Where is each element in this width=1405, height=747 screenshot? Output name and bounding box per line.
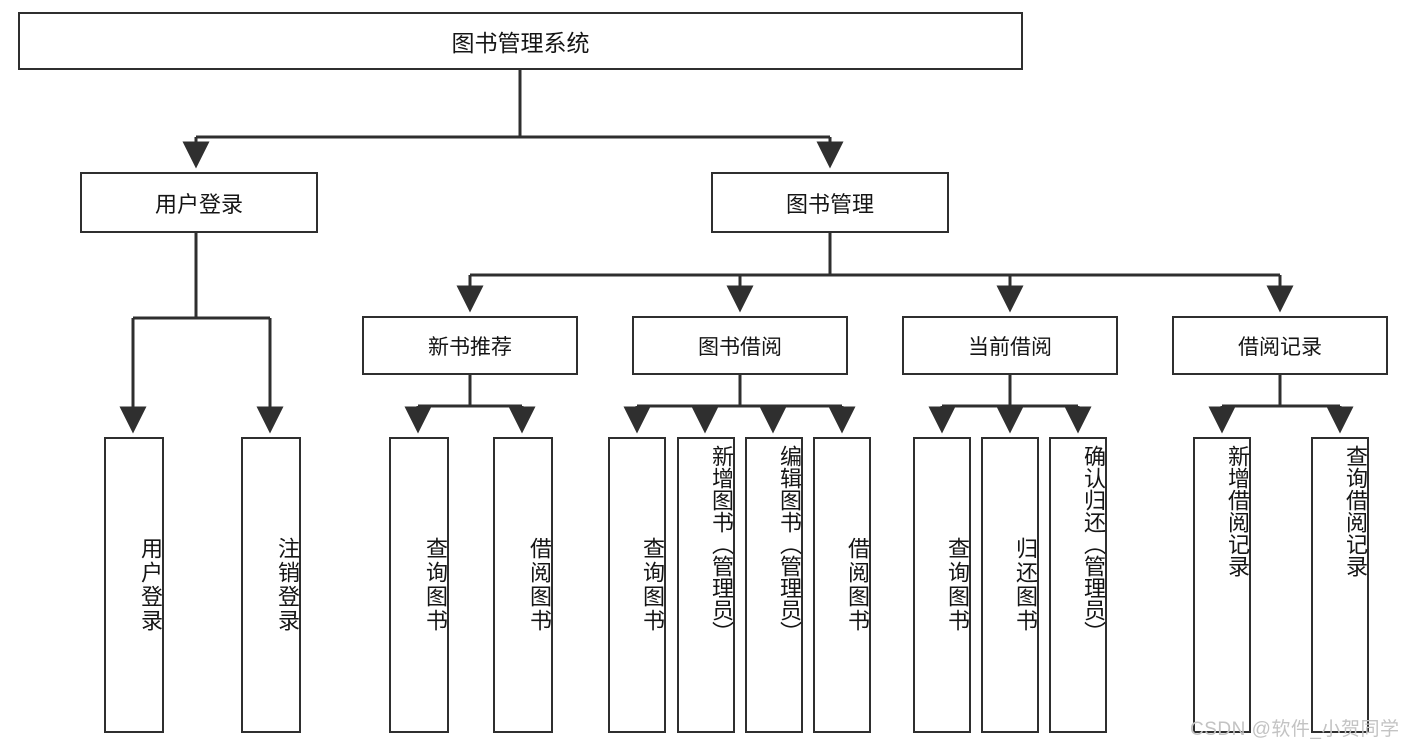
leaf-current-return-book[interactable]: 归还图书 [981, 437, 1039, 733]
node-user-login[interactable]: 用户登录 [80, 172, 318, 233]
node-label: 注销登录 [275, 537, 300, 633]
leaf-user-login-logout[interactable]: 注销登录 [241, 437, 301, 733]
leaf-recommend-query-book[interactable]: 查询图书 [389, 437, 449, 733]
node-label: 借阅记录 [1238, 335, 1322, 359]
node-current-borrow[interactable]: 当前借阅 [902, 316, 1118, 375]
node-label: 编辑图书（管理员） [777, 445, 802, 643]
leaf-borrow-query-book[interactable]: 查询图书 [608, 437, 666, 733]
node-label: 归还图书 [1013, 537, 1038, 633]
node-label: 查询图书 [640, 537, 665, 633]
node-label: 新书推荐 [428, 335, 512, 359]
node-label: 查询借阅记录 [1343, 445, 1368, 577]
leaf-recommend-borrow-book[interactable]: 借阅图书 [493, 437, 553, 733]
node-label: 借阅图书 [527, 537, 552, 633]
node-new-book-recommend[interactable]: 新书推荐 [362, 316, 578, 375]
leaf-record-add-record[interactable]: 新增借阅记录 [1193, 437, 1251, 733]
node-label: 借阅图书 [845, 537, 870, 633]
node-label: 图书管理 [785, 191, 874, 217]
node-book-borrow[interactable]: 图书借阅 [632, 316, 848, 375]
node-label: 查询图书 [423, 537, 448, 633]
node-label: 新增借阅记录 [1225, 445, 1250, 577]
node-label: 用户登录 [154, 191, 243, 217]
node-label: 新增图书（管理员） [709, 445, 734, 643]
node-label: 用户登录 [138, 537, 163, 633]
node-root-system[interactable]: 图书管理系统 [18, 12, 1023, 70]
node-label: 图书管理系统 [451, 30, 590, 56]
node-label: 查询图书 [945, 537, 970, 633]
node-label: 当前借阅 [968, 335, 1052, 359]
node-book-management[interactable]: 图书管理 [711, 172, 949, 233]
node-label: 确认归还（管理员） [1081, 445, 1106, 643]
leaf-borrow-borrow-book[interactable]: 借阅图书 [813, 437, 871, 733]
watermark-text: CSDN @软件_小贺同学 [1190, 719, 1400, 740]
watermark: CSDN @软件_小贺同学 [1190, 714, 1399, 741]
leaf-borrow-add-book-admin[interactable]: 新增图书（管理员） [677, 437, 735, 733]
leaf-user-login-login[interactable]: 用户登录 [104, 437, 164, 733]
leaf-borrow-edit-book-admin[interactable]: 编辑图书（管理员） [745, 437, 803, 733]
node-label: 图书借阅 [698, 335, 782, 359]
leaf-current-query-book[interactable]: 查询图书 [913, 437, 971, 733]
leaf-record-query-record[interactable]: 查询借阅记录 [1311, 437, 1369, 733]
leaf-current-confirm-return-admin[interactable]: 确认归还（管理员） [1049, 437, 1107, 733]
node-borrow-record[interactable]: 借阅记录 [1172, 316, 1388, 375]
